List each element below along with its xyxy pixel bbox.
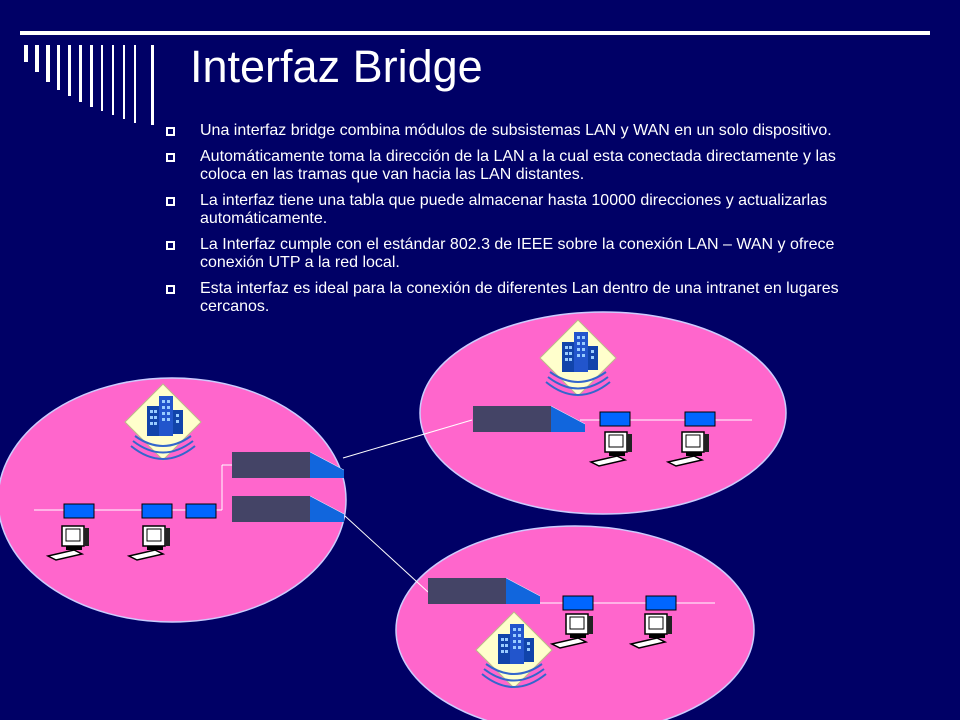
title-rule xyxy=(20,31,930,35)
network-card-icon xyxy=(599,411,631,427)
bullet-text: Automáticamente toma la dirección de la … xyxy=(200,148,836,183)
bullet-text: La Interfaz cumple con el estándar 802.3… xyxy=(200,236,835,271)
bullet-item: Esta interfaz es ideal para la conexión … xyxy=(162,280,882,316)
network-card-icon xyxy=(63,503,95,519)
square-bullet-icon xyxy=(166,197,175,206)
square-bullet-icon xyxy=(166,127,175,136)
network-card-icon xyxy=(684,411,716,427)
network-card-icon xyxy=(645,595,677,611)
bullet-list: Una interfaz bridge combina módulos de s… xyxy=(162,122,882,324)
bullet-text: Una interfaz bridge combina módulos de s… xyxy=(200,122,832,139)
square-bullet-icon xyxy=(166,153,175,162)
wan-link xyxy=(342,419,473,459)
bullet-item: Automáticamente toma la dirección de la … xyxy=(162,148,882,184)
bullet-item: La interfaz tiene una tabla que puede al… xyxy=(162,192,882,228)
square-bullet-icon xyxy=(166,285,175,294)
bullet-text: La interfaz tiene una tabla que puede al… xyxy=(200,192,828,227)
slide-title: Interfaz Bridge xyxy=(190,41,483,92)
wan-link xyxy=(344,515,429,593)
bullet-text: Esta interfaz es ideal para la conexión … xyxy=(200,280,839,315)
network-card-icon xyxy=(562,595,594,611)
lan-left xyxy=(0,377,347,623)
network-card-icon xyxy=(185,503,217,519)
network-card-icon xyxy=(141,503,173,519)
bullet-item: La Interfaz cumple con el estándar 802.3… xyxy=(162,236,882,272)
bullet-item: Una interfaz bridge combina módulos de s… xyxy=(162,122,882,140)
square-bullet-icon xyxy=(166,241,175,250)
